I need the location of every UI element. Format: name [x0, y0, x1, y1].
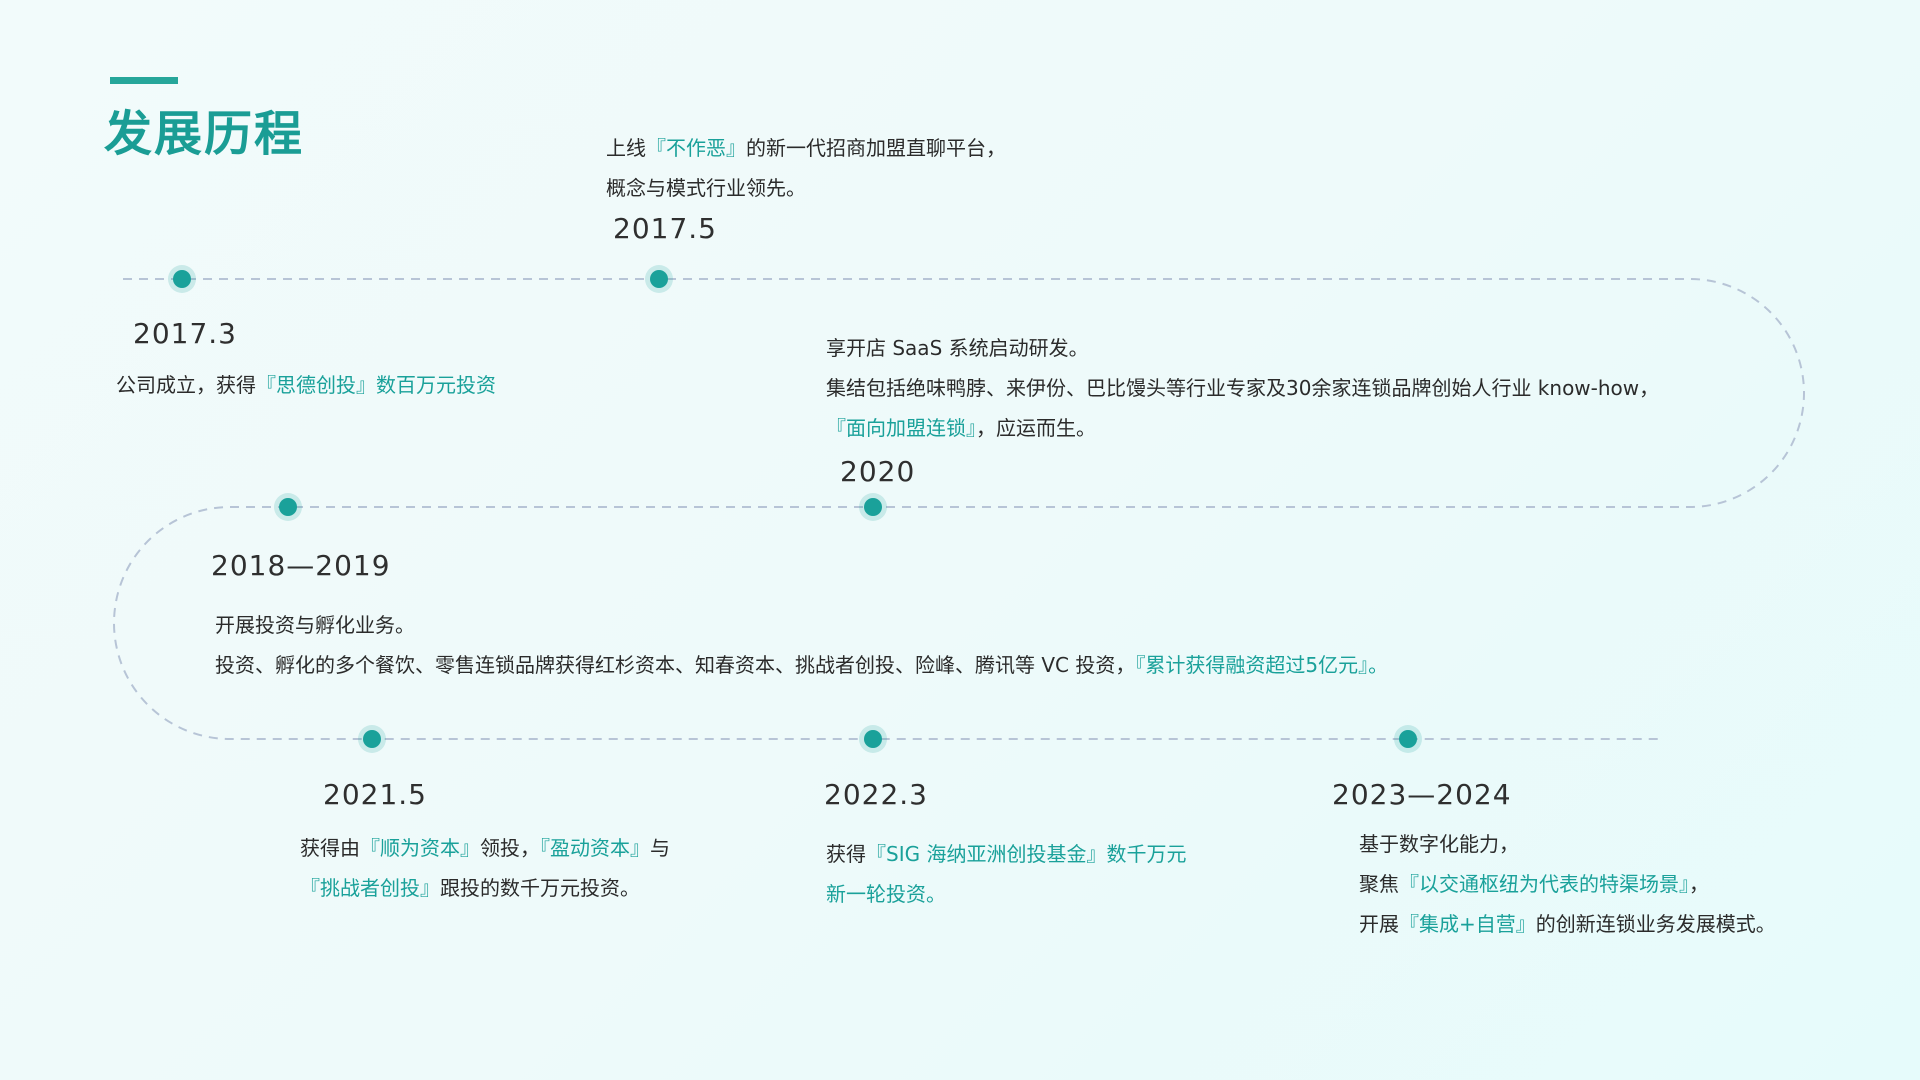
- highlight-segment: 『集成+自营』: [1399, 912, 1536, 936]
- highlight-segment: 『SIG 海纳亚洲创投基金』: [866, 842, 1107, 866]
- title-accent-bar: [110, 77, 178, 84]
- description-line: 获得『SIG 海纳亚洲创投基金』数千万元: [826, 834, 1186, 874]
- milestone-date: 2017.3: [133, 317, 237, 350]
- text-segment: 获得由: [300, 836, 360, 860]
- text-segment: ，: [1689, 872, 1709, 896]
- highlight-segment: 『挑战者创投』: [300, 876, 440, 900]
- milestone-date: 2017.5: [613, 212, 717, 245]
- text-segment: 公司成立，获得: [116, 373, 256, 397]
- text-segment: 投资、孵化的多个餐饮、零售连锁品牌获得红杉资本、知春资本、挑战者创投、险峰、腾讯…: [215, 653, 1136, 677]
- milestone-description: 基于数字化能力， 聚焦『以交通枢纽为代表的特渠场景』， 开展『集成+自营』的创新…: [1359, 824, 1776, 944]
- text-segment: 领投，: [480, 836, 540, 860]
- milestone-date: 2021.5: [323, 778, 427, 811]
- description-line: 开展『集成+自营』的创新连锁业务发展模式。: [1359, 904, 1776, 944]
- description-line: 概念与模式行业领先。: [606, 168, 1006, 208]
- text-segment: 与: [650, 836, 670, 860]
- text-segment: 的新一代招商加盟直聊平台，: [746, 136, 1006, 160]
- description-line: 投资、孵化的多个餐饮、零售连锁品牌获得红杉资本、知春资本、挑战者创投、险峰、腾讯…: [215, 645, 1388, 685]
- milestone-description: 上线『不作恶』的新一代招商加盟直聊平台， 概念与模式行业领先。: [606, 128, 1006, 208]
- description-line: 公司成立，获得『思德创投』数百万元投资: [116, 365, 496, 405]
- description-line: 享开店 SaaS 系统启动研发。: [826, 328, 1659, 368]
- milestone-date: 2018—2019: [211, 549, 391, 582]
- text-segment: 开展: [1359, 912, 1399, 936]
- description-line: 新一轮投资。: [826, 874, 1186, 914]
- milestone-date: 2023—2024: [1332, 778, 1512, 811]
- milestone-date: 2022.3: [824, 778, 928, 811]
- milestone-description: 享开店 SaaS 系统启动研发。 集结包括绝味鸭脖、来伊份、巴比馒头等行业专家及…: [826, 328, 1659, 448]
- description-line: 上线『不作恶』的新一代招商加盟直聊平台，: [606, 128, 1006, 168]
- milestone-dot-2023-2024: [1399, 730, 1417, 748]
- text-segment: 上线: [606, 136, 646, 160]
- highlight-segment: 新一轮投资。: [826, 882, 946, 906]
- text-segment: ，应运而生。: [976, 416, 1096, 440]
- milestone-dot-2017-3: [173, 270, 191, 288]
- milestone-dot-2021-5: [363, 730, 381, 748]
- highlight-segment: 『累计获得融资超过5亿元』。: [1135, 653, 1389, 677]
- page-title: 发展历程: [104, 106, 305, 162]
- milestone-dot-2018-2019: [279, 498, 297, 516]
- description-line: 获得由『顺为资本』领投，『盈动资本』与: [300, 828, 670, 868]
- highlight-segment: 『顺为资本』: [360, 836, 480, 860]
- highlight-segment: 『以交通枢纽为代表的特渠场景』: [1399, 872, 1689, 896]
- highlight-segment: 『不作恶』: [646, 136, 746, 160]
- timeline-path: [113, 278, 1805, 740]
- highlight-segment: 『盈动资本』: [540, 836, 650, 860]
- text-segment: 跟投的数千万元投资。: [440, 876, 640, 900]
- text-segment: 基于数字化能力，: [1359, 832, 1519, 856]
- milestone-description: 开展投资与孵化业务。 投资、孵化的多个餐饮、零售连锁品牌获得红杉资本、知春资本、…: [215, 605, 1388, 685]
- highlight-segment: 『思德创投』数百万元投资: [256, 373, 496, 397]
- highlight-segment: 『面向加盟连锁』: [826, 416, 976, 440]
- milestone-dot-2017-5: [650, 270, 668, 288]
- description-line: 开展投资与孵化业务。: [215, 605, 1388, 645]
- text-segment: 开展投资与孵化业务。: [215, 613, 415, 637]
- description-line: 聚焦『以交通枢纽为代表的特渠场景』，: [1359, 864, 1776, 904]
- text-segment: 概念与模式行业领先。: [606, 176, 806, 200]
- description-line: 『挑战者创投』跟投的数千万元投资。: [300, 868, 670, 908]
- description-line: 『面向加盟连锁』，应运而生。: [826, 408, 1659, 448]
- milestone-date: 2020: [840, 455, 916, 488]
- milestone-description: 获得『SIG 海纳亚洲创投基金』数千万元 新一轮投资。: [826, 834, 1186, 914]
- text-segment: 集结包括绝味鸭脖、来伊份、巴比馒头等行业专家及30余家连锁品牌创始人行业 kno…: [826, 376, 1660, 400]
- text-segment: 获得: [826, 842, 866, 866]
- milestone-description: 公司成立，获得『思德创投』数百万元投资: [116, 365, 496, 405]
- milestone-description: 获得由『顺为资本』领投，『盈动资本』与 『挑战者创投』跟投的数千万元投资。: [300, 828, 670, 908]
- text-segment: 聚焦: [1359, 872, 1399, 896]
- text-segment: 的创新连锁业务发展模式。: [1535, 912, 1776, 936]
- highlight-segment: 数千万元: [1106, 842, 1187, 866]
- text-segment: 享开店 SaaS 系统启动研发。: [826, 336, 1089, 360]
- description-line: 基于数字化能力，: [1359, 824, 1776, 864]
- description-line: 集结包括绝味鸭脖、来伊份、巴比馒头等行业专家及30余家连锁品牌创始人行业 kno…: [826, 368, 1659, 408]
- milestone-dot-2020: [864, 498, 882, 516]
- milestone-dot-2022-3: [864, 730, 882, 748]
